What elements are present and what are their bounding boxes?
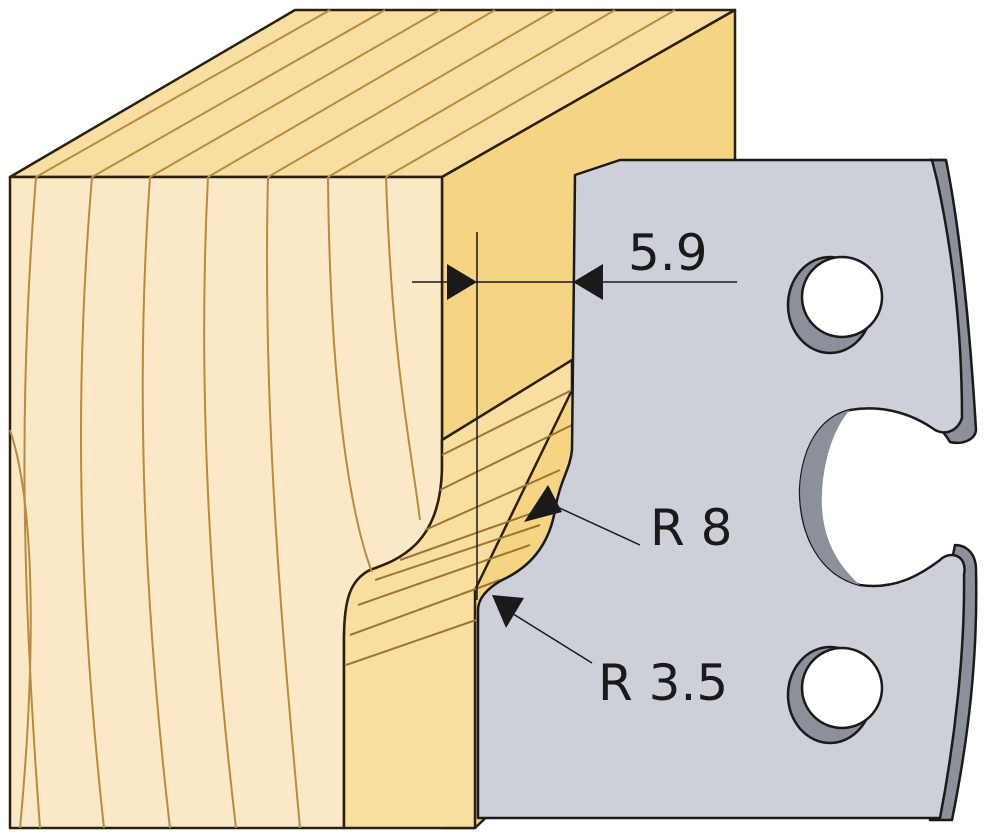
dimension-arrow-right <box>573 264 603 300</box>
radius-label-r8: R 8 <box>650 499 732 557</box>
dimension-arrow-left <box>447 264 477 300</box>
knife-notch-shadow <box>800 410 860 585</box>
radius-label-r35: R 3.5 <box>598 654 728 712</box>
profile-knife <box>476 158 978 822</box>
knife-hole-bottom <box>786 645 884 745</box>
width-dimension-label: 5.9 <box>628 224 708 282</box>
wood-top-grain <box>35 9 676 178</box>
wood-profile-grain <box>345 389 573 666</box>
radius-callouts <box>492 485 641 664</box>
leader-r35 <box>509 611 593 664</box>
dimension-width <box>412 232 737 600</box>
arrow-r8 <box>524 485 562 522</box>
wood-front-grain <box>9 176 421 829</box>
leader-r8 <box>552 504 641 546</box>
arrow-r35 <box>492 595 524 628</box>
knife-hole-top <box>786 255 884 355</box>
